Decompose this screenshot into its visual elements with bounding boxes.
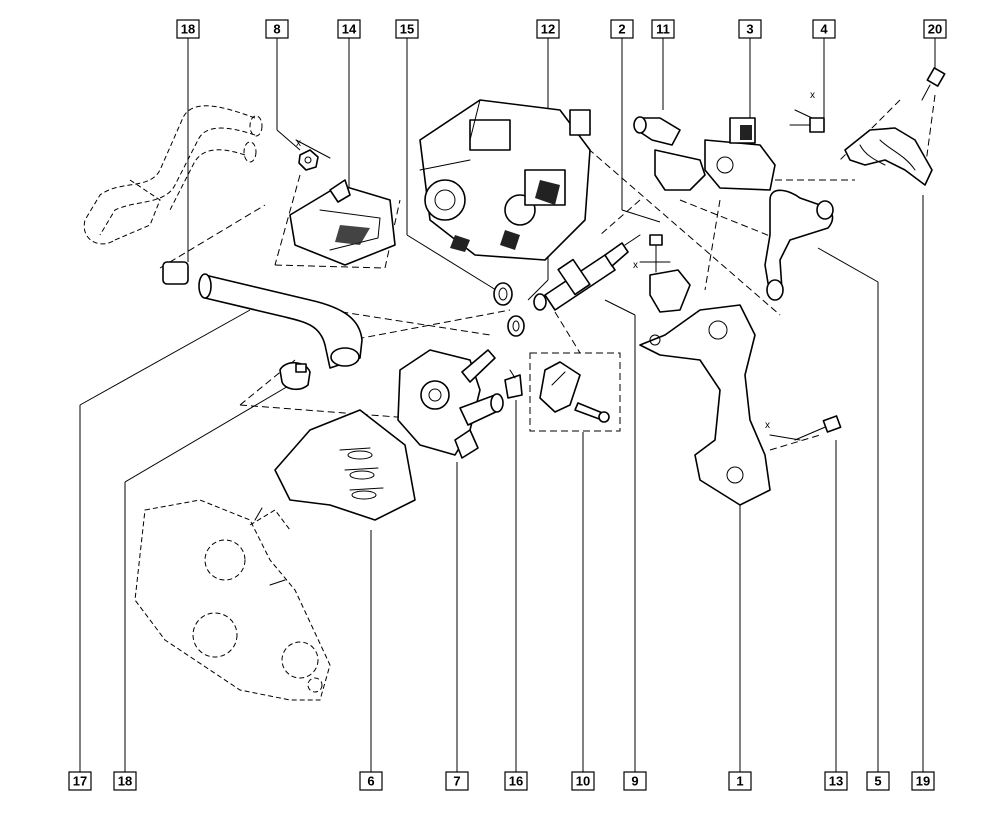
- svg-text:9: 9: [631, 774, 638, 789]
- svg-text:17: 17: [73, 774, 87, 789]
- svg-text:2: 2: [618, 22, 625, 37]
- pressure-sensor-part: [704, 117, 776, 191]
- svg-text:11: 11: [656, 22, 670, 37]
- callout-15: 15: [395, 19, 419, 39]
- callout-10: 10: [571, 771, 595, 791]
- callouts-top: 18 8 14 15 12 2 11 3: [176, 19, 947, 39]
- hose-clamp-part: [279, 361, 311, 391]
- svg-text:18: 18: [181, 22, 195, 37]
- leader-lines: [79, 38, 936, 772]
- callout-7: 7: [445, 771, 469, 791]
- callout-20: 20: [923, 19, 947, 39]
- svg-text:12: 12: [541, 22, 555, 37]
- bracket-bolt-part: [769, 415, 842, 441]
- callout-3: 3: [738, 19, 762, 39]
- svg-text:1: 1: [736, 774, 743, 789]
- callout-11: 11: [651, 19, 675, 39]
- callout-13: 13: [824, 771, 848, 791]
- sensor-bolt-part: [789, 109, 825, 133]
- ghost-hose-assembly-upper-left: [83, 105, 263, 245]
- hose-connector-part: [633, 116, 706, 191]
- callout-16: 16: [504, 771, 528, 791]
- svg-text:18: 18: [118, 774, 132, 789]
- torque-mark: x: [765, 420, 770, 431]
- torque-mark: x: [296, 138, 301, 149]
- callout-8: 8: [265, 19, 289, 39]
- callout-6: 6: [359, 771, 383, 791]
- callout-5: 5: [866, 771, 890, 791]
- svg-text:13: 13: [829, 774, 843, 789]
- callout-17: 17: [68, 771, 92, 791]
- callout-14: 14: [337, 19, 361, 39]
- heat-shield-plate-part: [274, 409, 416, 521]
- heat-shield-part: [289, 179, 396, 266]
- svg-text:19: 19: [916, 774, 930, 789]
- svg-text:3: 3: [746, 22, 753, 37]
- callout-18-top: 18: [176, 19, 200, 39]
- nut-part: [295, 139, 331, 171]
- bracket-bolt-top-part: [921, 67, 946, 101]
- callout-1: 1: [728, 771, 752, 791]
- svg-text:15: 15: [400, 22, 414, 37]
- svg-text:5: 5: [874, 774, 881, 789]
- injector-housing-part: [397, 349, 504, 459]
- svg-text:20: 20: [928, 22, 942, 37]
- svg-text:6: 6: [367, 774, 374, 789]
- engine-housing-background: [134, 499, 331, 701]
- svg-text:10: 10: [576, 774, 590, 789]
- clip-part: [504, 369, 523, 399]
- torque-marks: x x x x: [296, 90, 815, 431]
- svg-text:16: 16: [509, 774, 523, 789]
- callouts-bottom: 17 18 6 7 16 10 9 1: [68, 771, 935, 791]
- callout-2: 2: [610, 19, 634, 39]
- callout-18-bottom: 18: [113, 771, 137, 791]
- o-ring-part: [507, 315, 525, 337]
- svg-text:4: 4: [820, 22, 828, 37]
- callout-12: 12: [536, 19, 560, 39]
- callout-19: 19: [911, 771, 935, 791]
- fuel-return-pipe-part: [764, 189, 834, 301]
- support-bracket-part: [639, 269, 771, 506]
- svg-text:8: 8: [273, 22, 280, 37]
- torque-mark: x: [633, 260, 638, 271]
- injector-part: [533, 234, 641, 311]
- seal-ring-part: [493, 282, 513, 306]
- callout-9: 9: [623, 771, 647, 791]
- injector-clamp-part: [539, 361, 610, 423]
- fuel-pump-background: [419, 99, 591, 261]
- retaining-bracket-part: [844, 127, 933, 186]
- coolant-pipe-part: [162, 261, 363, 369]
- svg-text:7: 7: [453, 774, 460, 789]
- mount-bolt-part: [639, 234, 671, 273]
- torque-mark: x: [810, 90, 815, 101]
- callout-4: 4: [812, 19, 836, 39]
- svg-text:14: 14: [342, 22, 357, 37]
